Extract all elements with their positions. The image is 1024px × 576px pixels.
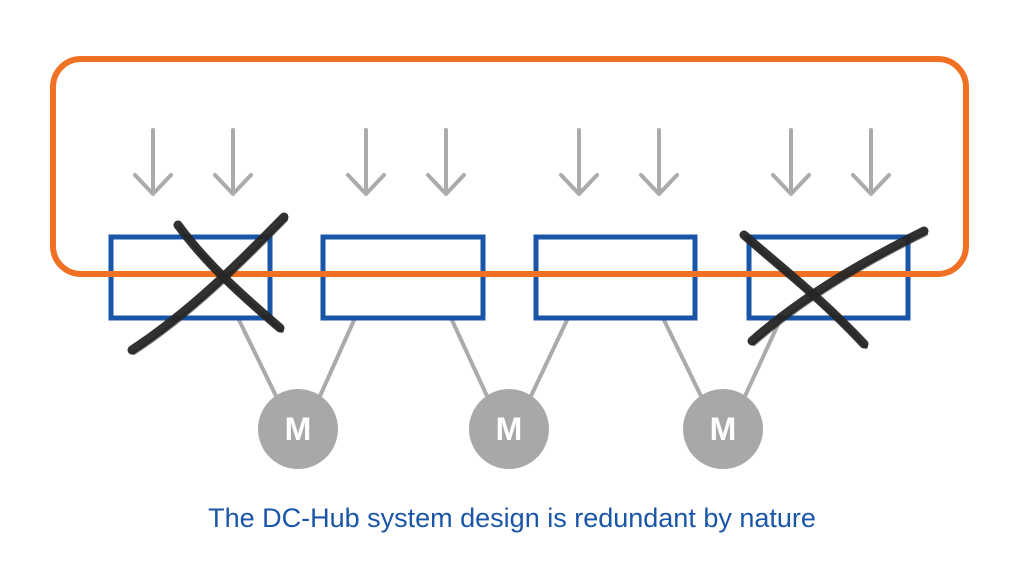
arrow-head (639, 173, 679, 196)
motor-2: M (469, 389, 549, 469)
cross-texture-1 (744, 236, 868, 349)
down-arrow-8 (851, 128, 891, 196)
motor-3: M (683, 389, 763, 469)
motor-1: M (258, 389, 338, 469)
arrow-head (213, 173, 253, 196)
motor-circle (683, 389, 763, 469)
down-arrow-6 (639, 128, 679, 196)
unit-4-box (746, 234, 911, 321)
motor-circle (258, 389, 338, 469)
cross-texture-2 (132, 218, 288, 355)
motor-label: M (496, 411, 523, 447)
unit-4-failure-cross (739, 226, 929, 349)
motor-label: M (710, 411, 737, 447)
cross-stroke-2 (747, 226, 929, 346)
motor-circle (469, 389, 549, 469)
caption: The DC-Hub system design is redundant by… (208, 503, 816, 533)
down-arrow-4 (426, 128, 466, 196)
link-4 (529, 317, 570, 397)
arrow-head (133, 173, 173, 196)
arrow-head (426, 173, 466, 196)
down-arrow-3 (346, 128, 386, 196)
power-units (108, 234, 911, 321)
down-arrow-2 (213, 128, 253, 196)
down-arrow-7 (771, 128, 811, 196)
down-arrow-5 (559, 128, 599, 196)
link-1 (236, 317, 278, 397)
link-3 (449, 317, 489, 397)
arrow-head (346, 173, 386, 196)
input-arrows (133, 128, 891, 196)
link-5 (661, 317, 703, 397)
motor-label: M (285, 411, 312, 447)
unit-1-failure-cross (127, 212, 289, 355)
hub-enclosure (50, 56, 969, 277)
cross-texture-2 (752, 232, 928, 346)
link-6 (743, 317, 783, 397)
down-arrow-1 (133, 128, 173, 196)
link-2 (318, 317, 357, 397)
arrow-head (771, 173, 811, 196)
failure-crosses (127, 212, 929, 355)
arrow-head (851, 173, 891, 196)
unit-2-box (320, 234, 486, 321)
unit-motor-links (236, 317, 783, 397)
cross-stroke-2 (127, 212, 289, 355)
unit-3-box (533, 234, 698, 321)
arrow-head (559, 173, 599, 196)
